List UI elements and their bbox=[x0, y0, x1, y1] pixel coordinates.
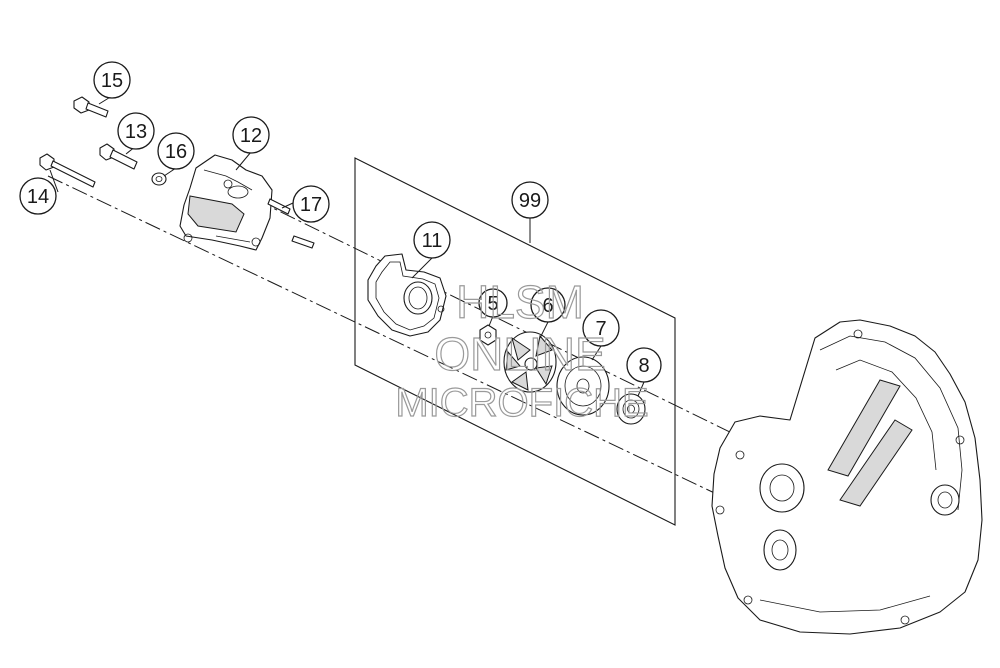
callout-11-label: 11 bbox=[422, 230, 443, 252]
callout-99[interactable]: 99 bbox=[511, 181, 549, 219]
gasket-11[interactable] bbox=[367, 253, 447, 337]
callout-16[interactable]: 16 bbox=[157, 132, 195, 170]
watermark-line-1: HLSM bbox=[456, 276, 584, 328]
nut-5[interactable] bbox=[479, 324, 497, 346]
oring-16[interactable] bbox=[151, 172, 167, 186]
engine-cover bbox=[711, 319, 983, 635]
callout-5-label: 5 bbox=[487, 293, 498, 315]
watermark-line-2: ONLINE bbox=[434, 328, 605, 380]
impeller-6[interactable] bbox=[503, 331, 557, 393]
callout-99-label: 99 bbox=[519, 190, 541, 212]
watermark: HLSM ONLINE MICROFICHE bbox=[395, 275, 650, 425]
seal-7[interactable] bbox=[556, 356, 610, 416]
callout-13-label: 13 bbox=[125, 121, 147, 143]
callout-11[interactable]: 11 bbox=[413, 221, 451, 259]
callout-8[interactable]: 8 bbox=[626, 347, 662, 383]
assembly-axes bbox=[47, 175, 743, 499]
callout-17[interactable]: 17 bbox=[292, 185, 330, 223]
callout-8-label: 8 bbox=[638, 355, 649, 377]
callout-13[interactable]: 13 bbox=[117, 112, 155, 150]
bolt-15[interactable] bbox=[73, 96, 109, 118]
callout-5[interactable]: 5 bbox=[478, 288, 508, 318]
callout-12[interactable]: 12 bbox=[232, 116, 270, 154]
kit-frame bbox=[354, 157, 676, 526]
callout-6-label: 6 bbox=[542, 295, 553, 317]
bearing-8[interactable] bbox=[616, 393, 646, 425]
callout-7[interactable]: 7 bbox=[582, 309, 620, 347]
callout-12-label: 12 bbox=[240, 125, 262, 147]
callout-15[interactable]: 15 bbox=[93, 61, 131, 99]
callout-17-label: 17 bbox=[300, 194, 322, 216]
bolt-14[interactable] bbox=[39, 153, 96, 188]
callout-6[interactable]: 6 bbox=[530, 287, 566, 323]
callout-7-label: 7 bbox=[595, 318, 606, 340]
watermark-line-3: MICROFICHE bbox=[395, 381, 648, 425]
callout-15-label: 15 bbox=[101, 70, 123, 92]
pin-17[interactable] bbox=[267, 198, 315, 249]
pump-cover-12[interactable] bbox=[179, 154, 273, 251]
bolt-13[interactable] bbox=[99, 143, 138, 170]
callout-14-label: 14 bbox=[27, 186, 49, 208]
callout-16-label: 16 bbox=[165, 141, 187, 163]
callout-14[interactable]: 14 bbox=[19, 177, 57, 215]
